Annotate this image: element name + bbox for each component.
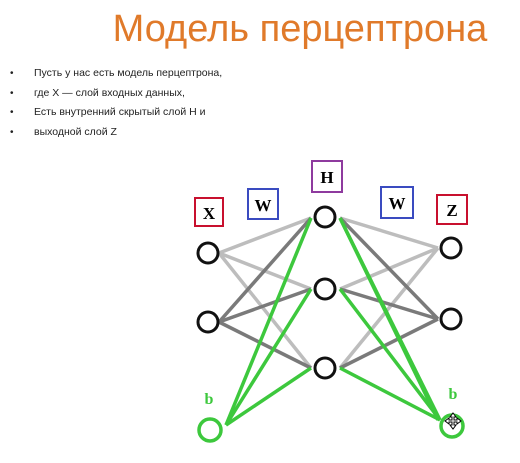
bullet-item: • где X — слой входных данных, (8, 84, 222, 104)
input-node (196, 241, 220, 265)
bullet-item: • Есть внутренний скрытый слой H и (8, 103, 222, 123)
edge (339, 366, 441, 422)
page-title: Модель перцептрона (112, 8, 488, 50)
h-label-box (311, 160, 343, 193)
output-node (439, 307, 463, 331)
b-right-label: b (449, 386, 458, 403)
bias-connections (224, 217, 442, 427)
w-left-label-box (247, 188, 279, 220)
bullet-list: • Пусть у нас есть модель перцептрона, • г… (8, 64, 222, 142)
edge (338, 216, 440, 321)
hidden-node (313, 205, 337, 229)
bullet-text: Пусть у нас есть модель перцептрона, (34, 67, 223, 79)
w-right-label: W (389, 194, 406, 213)
edge (217, 216, 313, 324)
edge (218, 216, 312, 255)
edge (339, 287, 439, 321)
hidden-layer (313, 205, 337, 380)
input-node (196, 310, 220, 334)
edge (217, 251, 313, 370)
bullet-item: • выходной слой Z (8, 123, 222, 143)
input-layer (196, 241, 220, 334)
output-layer (439, 236, 463, 331)
hidden-node (313, 356, 337, 380)
move-cursor-icon (444, 412, 462, 430)
bullet-dot: • (10, 107, 14, 118)
bullet-item: • Пусть у нас есть модель перцептрона, (8, 64, 222, 84)
edge (338, 217, 440, 421)
b-left-label: b (205, 391, 214, 408)
bullet-dot: • (10, 126, 14, 138)
edge (338, 246, 440, 370)
bullet-text: где X — слой входных данных, (34, 86, 185, 99)
left-gray-connections (217, 216, 313, 370)
h-label: H (320, 168, 333, 187)
z-label-box (436, 194, 468, 225)
x-label-box (194, 197, 224, 227)
output-node (439, 236, 463, 260)
edge (224, 217, 313, 426)
bullet-text: выходной слой Z (34, 125, 117, 138)
z-label: Z (446, 201, 457, 220)
w-right-label-box (380, 186, 414, 219)
edge (218, 287, 312, 324)
x-label: X (203, 204, 216, 223)
hidden-node (313, 277, 337, 301)
edge (218, 320, 312, 370)
edge (339, 216, 439, 250)
edge (339, 317, 439, 370)
edge (225, 366, 312, 427)
bullet-text: Есть внутренний скрытый слой H и (34, 106, 206, 118)
edge (338, 287, 442, 422)
right-gray-connections (338, 216, 440, 370)
bias-node-left (197, 417, 223, 443)
bullet-dot: • (10, 68, 14, 79)
bullet-dot: • (10, 87, 14, 99)
w-left-label: W (255, 196, 272, 215)
edge (224, 288, 313, 426)
bias-nodes (197, 413, 465, 443)
